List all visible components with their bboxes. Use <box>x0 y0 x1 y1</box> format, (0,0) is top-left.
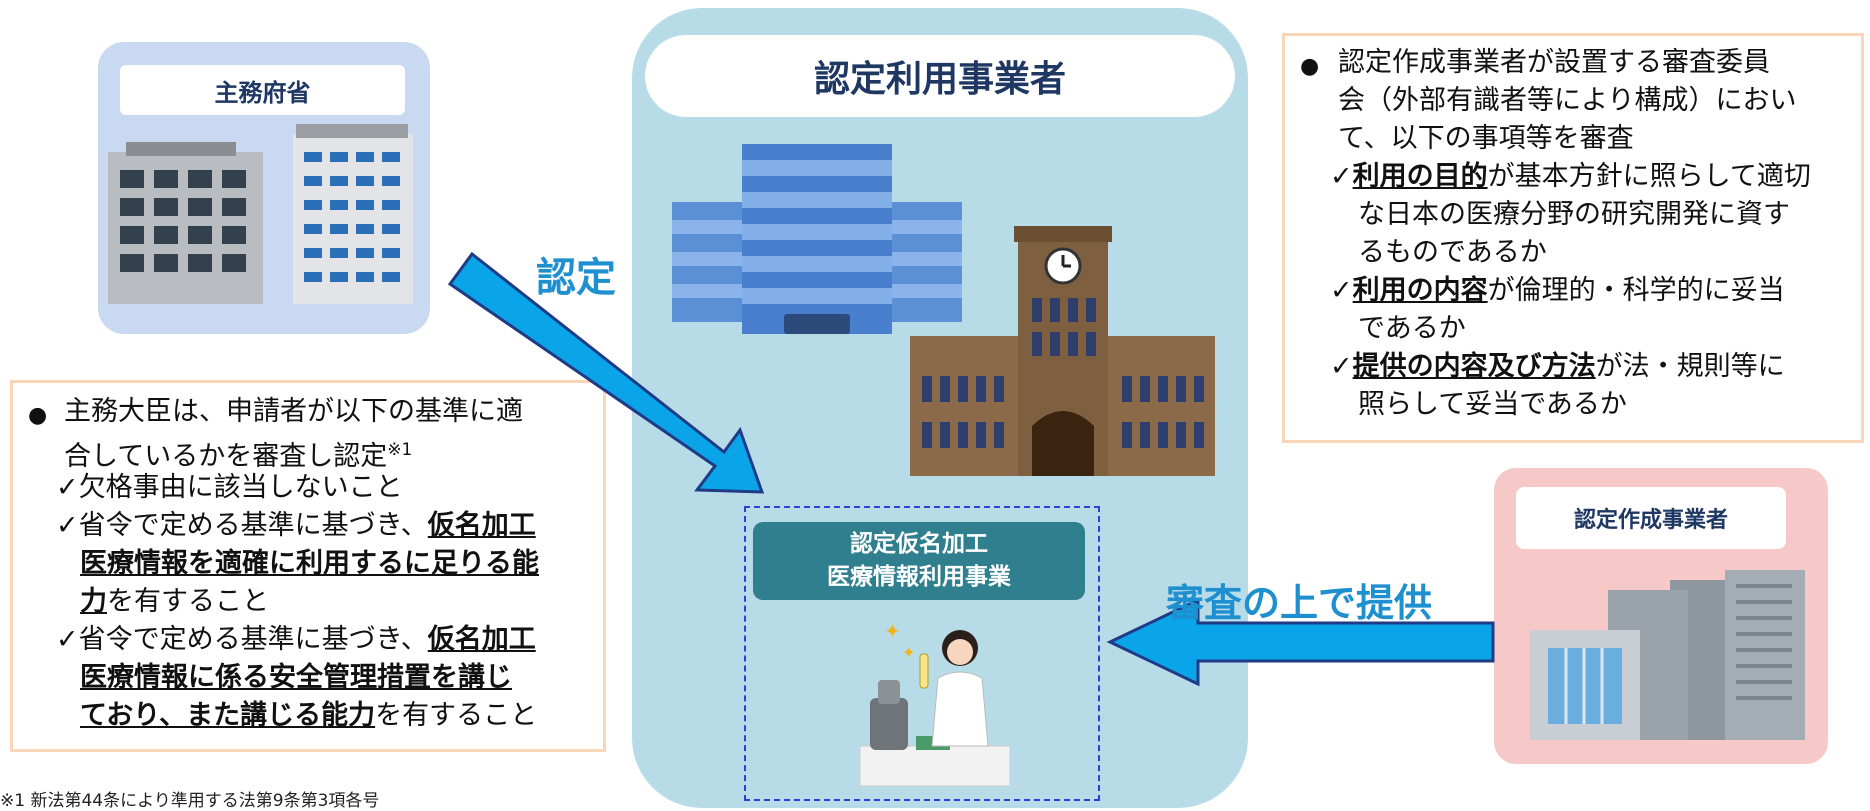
review-box <box>1282 33 1864 443</box>
researcher-illustration: ✦ ✦ <box>860 619 1010 787</box>
business-box <box>744 506 1100 801</box>
criteria-item-capability: ✓省令で定める基準に基づき、仮名加工 <box>56 510 536 541</box>
criteria-list: ✓欠格事由に該当しないこと ✓省令で定める基準に基づき、仮名加工 医療情報を適確… <box>56 469 539 735</box>
check-icon: ✓ <box>56 472 79 503</box>
review-criterion-purpose-line3: るものであるか <box>1358 237 1547 268</box>
criteria-intro: 主務大臣は、申請者が以下の基準に適 合しているかを審査し認定※1 <box>64 393 523 476</box>
review-criterion-purpose: ✓利用の目的が基本方針に照らして適切 <box>1330 161 1811 192</box>
footnote: ※1 新法第44条により準用する法第9条第3項各号 <box>0 791 380 811</box>
criteria-item-safety-line3: ており、また講じる能力を有すること <box>80 700 538 731</box>
check-icon: ✓ <box>56 624 79 655</box>
criteria-item-safety-line2: 医療情報に係る安全管理措置を講じ <box>80 662 512 693</box>
review-intro-line1: 認定作成事業者が設置する審査委員 <box>1338 47 1770 78</box>
review-criterion-purpose-line2: な日本の医療分野の研究開発に資す <box>1358 199 1790 230</box>
center-title: 認定利用事業者 <box>645 35 1235 117</box>
review-bullet: ● <box>1300 54 1320 79</box>
criteria-intro-line1: 主務大臣は、申請者が以下の基準に適 <box>64 396 523 427</box>
svg-text:✦: ✦ <box>902 643 915 662</box>
review-criterion-provision: ✓提供の内容及び方法が法・規則等に <box>1330 351 1785 382</box>
business-label-line1: 認定仮名加工 <box>850 531 988 557</box>
check-icon: ✓ <box>1330 275 1353 306</box>
criteria-box <box>10 380 606 752</box>
review-criteria-list: ✓利用の目的が基本方針に照らして適切 な日本の医療分野の研究開発に資す るもので… <box>1330 158 1811 424</box>
footnote-marker: ※1 <box>387 440 413 460</box>
provide-label: 審査の上で提供 <box>1166 581 1433 625</box>
criteria-item-capability-line2: 医療情報を適確に利用するに足りる能 <box>80 548 539 579</box>
check-icon: ✓ <box>56 510 79 541</box>
svg-text:✦: ✦ <box>884 619 901 643</box>
criteria-bullet: ● <box>28 403 48 428</box>
check-icon: ✓ <box>1330 351 1353 382</box>
criteria-item-disqualification: ✓欠格事由に該当しないこと <box>56 472 403 503</box>
review-intro: 認定作成事業者が設置する審査委員 会（外部有識者等により構成）におい て、以下の… <box>1338 44 1796 158</box>
review-criterion-provision-line2: 照らして妥当であるか <box>1358 389 1627 420</box>
criteria-item-capability-line3: 力を有すること <box>80 586 269 617</box>
review-criterion-content: ✓利用の内容が倫理的・科学的に妥当 <box>1330 275 1785 306</box>
university-clock-tower-illustration <box>910 226 1215 476</box>
business-label-line2: 医療情報利用事業 <box>827 564 1011 590</box>
ministry-label: 主務府省 <box>120 65 405 115</box>
review-criterion-content-line2: であるか <box>1358 313 1466 344</box>
business-label: 認定仮名加工 医療情報利用事業 <box>753 522 1085 600</box>
creator-label: 認定作成事業者 <box>1516 487 1786 549</box>
criteria-intro-line2: 合しているかを審査し認定※1 <box>64 440 413 472</box>
criteria-item-safety: ✓省令で定める基準に基づき、仮名加工 <box>56 624 536 655</box>
ministry-buildings-illustration <box>108 124 413 304</box>
check-icon: ✓ <box>1330 161 1353 192</box>
data-center-illustration <box>1530 570 1805 740</box>
review-intro-line3: て、以下の事項等を審査 <box>1338 123 1634 154</box>
review-intro-line2: 会（外部有識者等により構成）におい <box>1338 85 1797 116</box>
certify-label: 認定 <box>536 255 616 301</box>
